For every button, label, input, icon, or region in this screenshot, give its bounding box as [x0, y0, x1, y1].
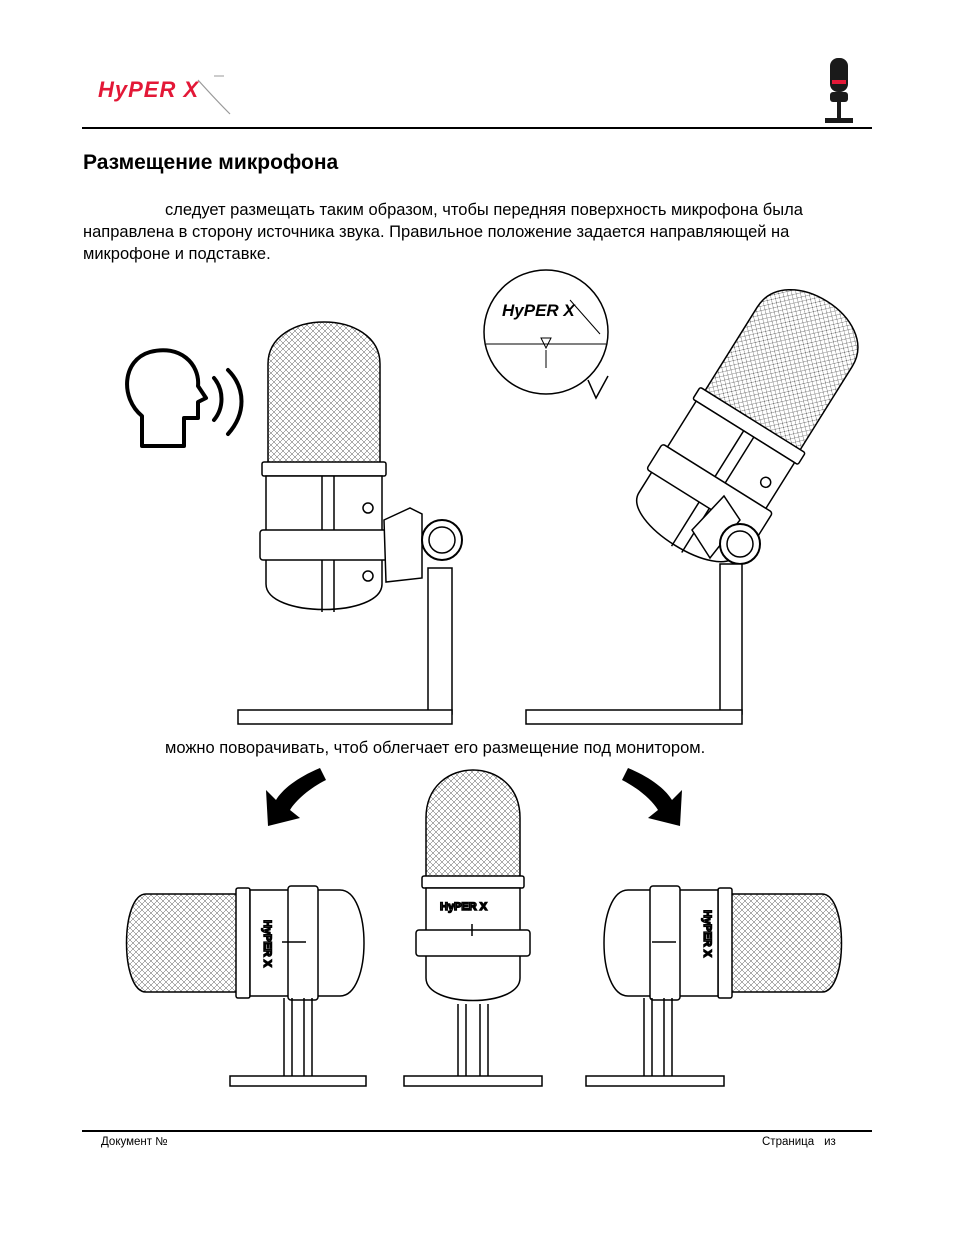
microphone-center: HyPER X — [403, 769, 543, 1087]
right-mic-logo: HyPER X — [701, 910, 713, 958]
intro-paragraph: следует размещать таким образом, чтобы п… — [83, 199, 863, 265]
center-mic-logo: HyPER X — [440, 901, 488, 913]
microphone-rotated-right: HyPER X — [585, 885, 843, 1087]
guide-mark-inset: HyPER X — [483, 269, 609, 400]
microphone-rotated-left: HyPER X — [125, 885, 367, 1087]
inset-logo-text: HyPER X — [502, 301, 576, 320]
rotation-caption: можно поворачивать, чтоб облегчает его р… — [83, 737, 873, 759]
hyperx-logo-text: HyPER X — [98, 77, 199, 102]
microphone-icon — [825, 58, 853, 123]
intro-text: следует размещать таким образом, чтобы п… — [83, 201, 803, 263]
page-label: Страница — [762, 1136, 815, 1148]
page-title: Размещение микрофона — [83, 151, 339, 174]
figure-mic-orientation: HyPER X — [125, 269, 859, 725]
tilted-mic-stand — [525, 494, 761, 725]
hyperx-logo: HyPER X — [98, 75, 231, 115]
speaking-head-icon — [125, 348, 244, 448]
footer-divider — [82, 1130, 872, 1132]
microphone-upright — [237, 321, 463, 725]
header-divider — [82, 127, 872, 129]
document-number-label: Документ № — [101, 1136, 168, 1148]
caption-text: можно поворачивать, чтоб облегчает его р… — [165, 739, 706, 757]
curved-arrow-left-icon — [266, 768, 326, 826]
left-mic-logo: HyPER X — [261, 920, 273, 968]
page-number: Страница из — [762, 1136, 836, 1148]
of-label: из — [824, 1136, 836, 1148]
figure-mic-rotation: HyPER X HyPER X HyPER X — [125, 768, 843, 1087]
curved-arrow-right-icon — [622, 768, 682, 826]
